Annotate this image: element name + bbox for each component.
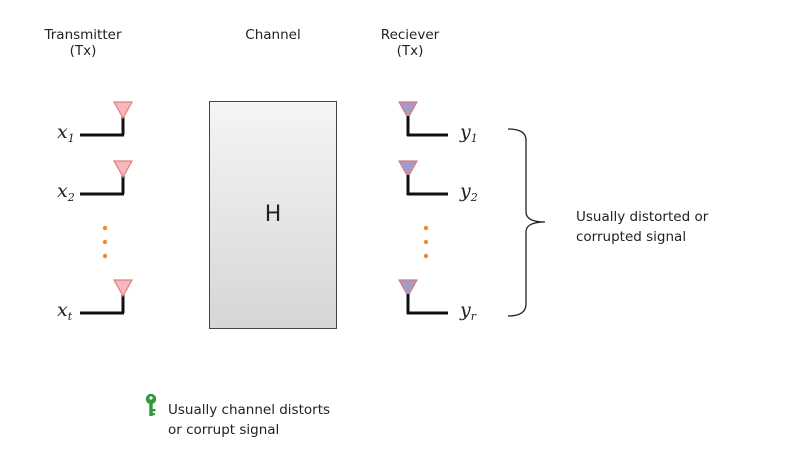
channel-note-line1: Usually channel distorts	[168, 402, 331, 418]
tx-antenna-1	[80, 101, 134, 137]
tx-input-symbol: x	[57, 121, 68, 143]
channel-note: Usually channel distorts or corrupt sign…	[168, 400, 330, 440]
rx-output-label-1: y1	[460, 122, 478, 149]
receiver-subtitle: (Tx)	[396, 43, 424, 59]
receiver-header: Reciever (Tx)	[381, 27, 439, 59]
rx-antenna-r	[397, 279, 448, 315]
rx-ellipsis-dots	[423, 225, 429, 259]
output-annotation: Usually distorted or corrupted signal	[576, 207, 708, 247]
tx-ellipsis-dots	[102, 225, 108, 259]
transmitter-header: Transmitter (Tx)	[44, 27, 121, 59]
output-brace	[507, 128, 546, 317]
rx-output-subscript: r	[470, 310, 476, 323]
rx-output-symbol: y	[460, 299, 471, 321]
tx-antenna-t	[80, 279, 134, 315]
key-icon	[145, 393, 157, 416]
transmitter-title: Transmitter	[44, 27, 122, 43]
rx-output-label-2: y2	[460, 181, 478, 208]
rx-output-subscript: 2	[470, 191, 478, 204]
tx-input-label-1: x1	[57, 122, 75, 149]
tx-input-label-t: xt	[57, 300, 72, 327]
tx-input-symbol: x	[57, 299, 68, 321]
tx-input-symbol: x	[57, 180, 68, 202]
rx-output-label-r: yr	[460, 300, 476, 327]
tx-input-subscript: t	[67, 310, 73, 323]
rx-output-subscript: 1	[470, 132, 478, 145]
receiver-title: Reciever	[380, 27, 440, 43]
channel-matrix-label: H	[264, 202, 282, 227]
rx-antenna-2	[397, 160, 448, 196]
output-annotation-line1: Usually distorted or	[576, 209, 709, 225]
transmitter-subtitle: (Tx)	[69, 43, 97, 59]
rx-output-symbol: y	[460, 180, 471, 202]
rx-output-symbol: y	[460, 121, 471, 143]
channel-note-line2: or corrupt signal	[168, 422, 280, 438]
channel-header: Channel	[245, 27, 300, 43]
tx-input-subscript: 1	[67, 132, 75, 145]
rx-antenna-1	[397, 101, 448, 137]
tx-input-subscript: 2	[67, 191, 75, 204]
tx-input-label-2: x2	[57, 181, 75, 208]
channel-title: Channel	[245, 27, 301, 43]
output-annotation-line2: corrupted signal	[576, 229, 687, 245]
channel-box: H	[209, 101, 337, 329]
tx-antenna-2	[80, 160, 134, 196]
